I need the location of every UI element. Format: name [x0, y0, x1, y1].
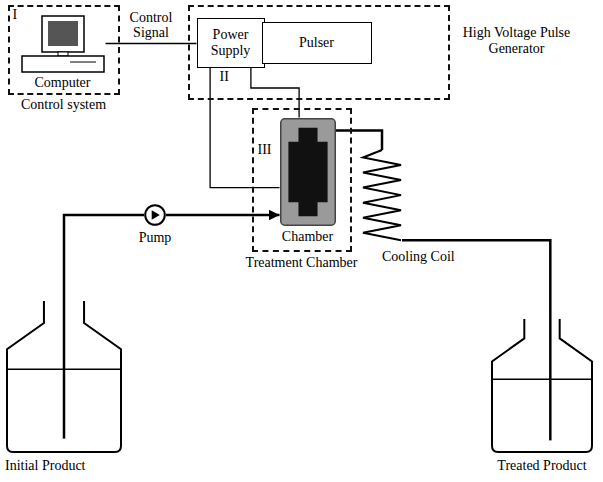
- bottle-outline: [492, 319, 592, 452]
- dashed-group-box: IControl systemComputer: [8, 5, 120, 95]
- treatment-chamber-drawing: [280, 118, 336, 226]
- screen: [48, 21, 78, 46]
- product-bottle: Initial Product: [5, 300, 123, 454]
- node-label: Power Supply: [198, 27, 264, 59]
- computer-base: [22, 56, 104, 72]
- connector-group: [64, 44, 550, 319]
- pump-body: [145, 205, 165, 225]
- flow-pipe: [64, 215, 144, 300]
- treatment-chamber: Chamber: [280, 118, 336, 226]
- node-label: II: [220, 69, 229, 85]
- node-label: I: [13, 7, 18, 23]
- node-label: III: [258, 142, 272, 158]
- pump-symbol-drawing: [144, 204, 166, 226]
- node-label: Treatment Chamber: [246, 255, 358, 271]
- signal-wire: [251, 68, 299, 118]
- monitor: [42, 16, 84, 52]
- cooling-coil: Cooling Coil: [362, 150, 402, 245]
- pump-symbol: Pump: [144, 204, 166, 226]
- node-label: Treated Product: [497, 458, 586, 474]
- signal-wire: [210, 68, 279, 188]
- node-label: High Voltage Pulse Generator: [458, 25, 576, 57]
- cooling-coil-drawing: [362, 150, 402, 245]
- flow-pipe: [166, 214, 280, 217]
- node-label: Initial Product: [5, 458, 86, 474]
- liquid-level: [492, 378, 592, 380]
- product-bottle: Treated Product: [490, 318, 594, 454]
- dip-tube: [549, 318, 552, 440]
- product-bottle-drawing: [490, 318, 594, 454]
- process-box: Pulser: [262, 22, 372, 64]
- chamber-core: [288, 127, 327, 216]
- product-bottle-drawing: [5, 300, 123, 454]
- node-label: Chamber: [282, 229, 333, 245]
- flow-pipe: [336, 130, 383, 150]
- node-label: Control system: [21, 97, 106, 113]
- node-label: Cooling Coil: [382, 249, 455, 265]
- bottle-outline: [7, 301, 121, 452]
- process-box: Power Supply: [197, 18, 265, 68]
- dashed-group-box: IIITreatment ChamberChamber: [252, 108, 352, 252]
- dip-tube: [63, 300, 66, 439]
- dashed-group-box: IIHigh Voltage Pulse GeneratorPower Supp…: [188, 5, 450, 100]
- chamber-housing: [280, 118, 335, 225]
- coil-windings: [363, 150, 401, 240]
- computer-icon-drawing: [20, 14, 106, 74]
- node-label: Computer: [35, 75, 91, 91]
- pump-direction: [152, 210, 160, 220]
- node-label: Pulser: [296, 35, 337, 51]
- drive-slot: [70, 61, 96, 62]
- edge-label: Control Signal: [122, 10, 180, 40]
- computer-icon: Computer: [20, 14, 106, 74]
- node-label: Pump: [139, 230, 172, 246]
